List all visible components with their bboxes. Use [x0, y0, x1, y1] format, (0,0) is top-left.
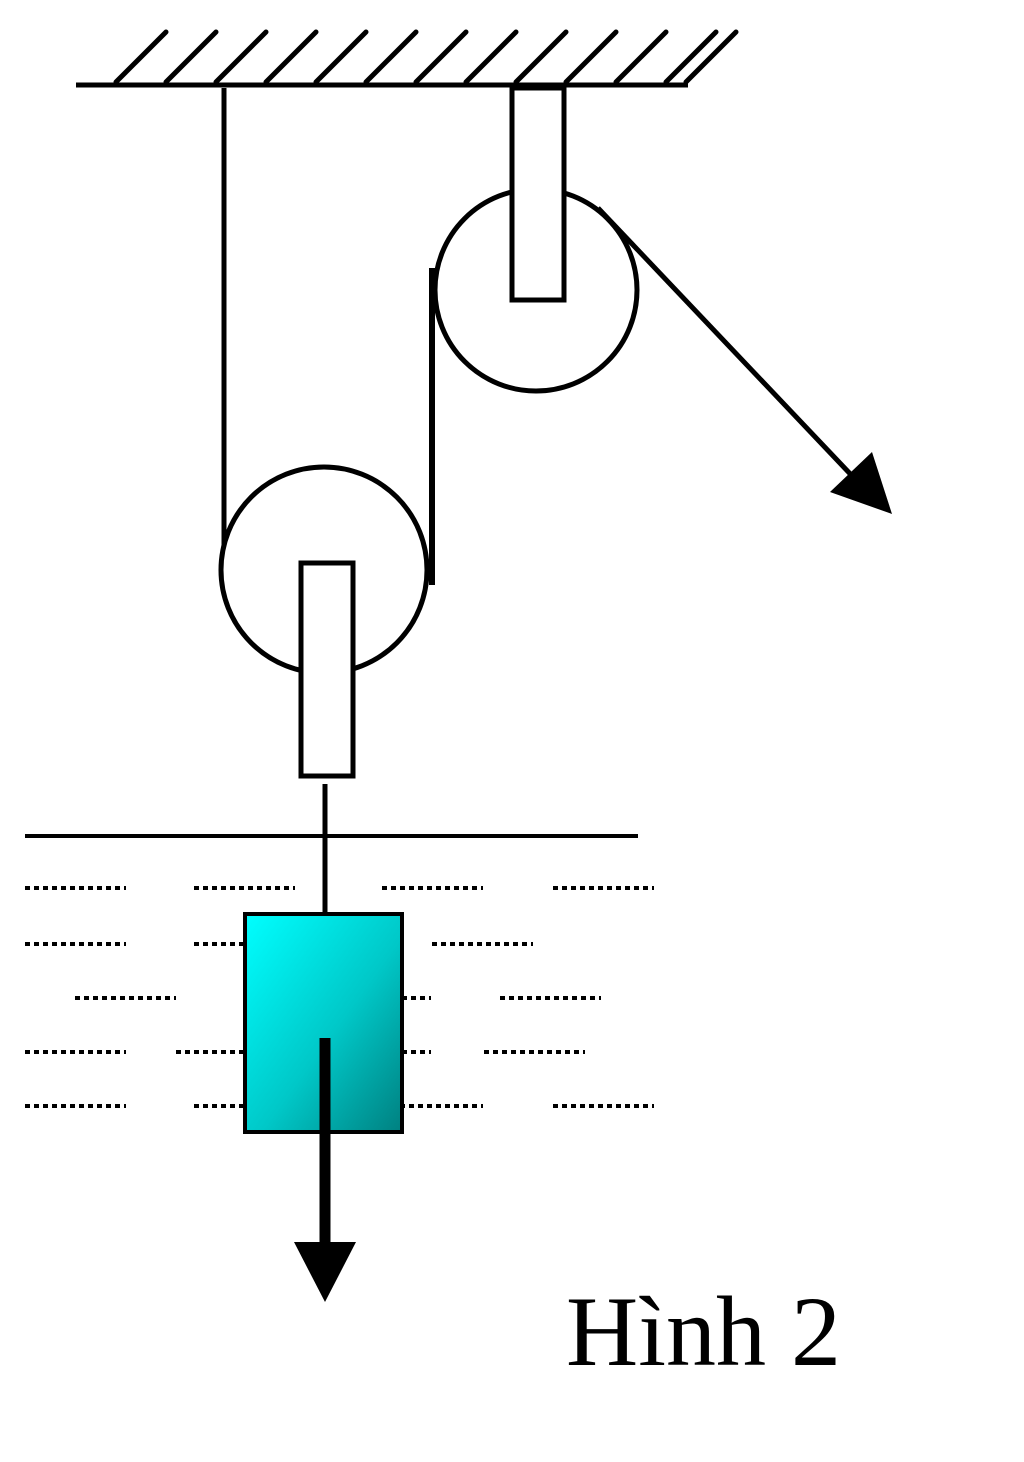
ceiling	[76, 29, 739, 88]
movable-pulley	[218, 464, 430, 779]
figure-caption: Hình 2	[566, 1276, 841, 1387]
fixed-pulley	[432, 85, 640, 394]
fixed-pulley-bracket	[509, 85, 567, 303]
ceiling-hatching	[113, 29, 739, 85]
weight-force-arrow	[294, 1038, 356, 1302]
movable-pulley-bracket	[298, 560, 356, 779]
pull-force-arrow	[596, 206, 892, 514]
